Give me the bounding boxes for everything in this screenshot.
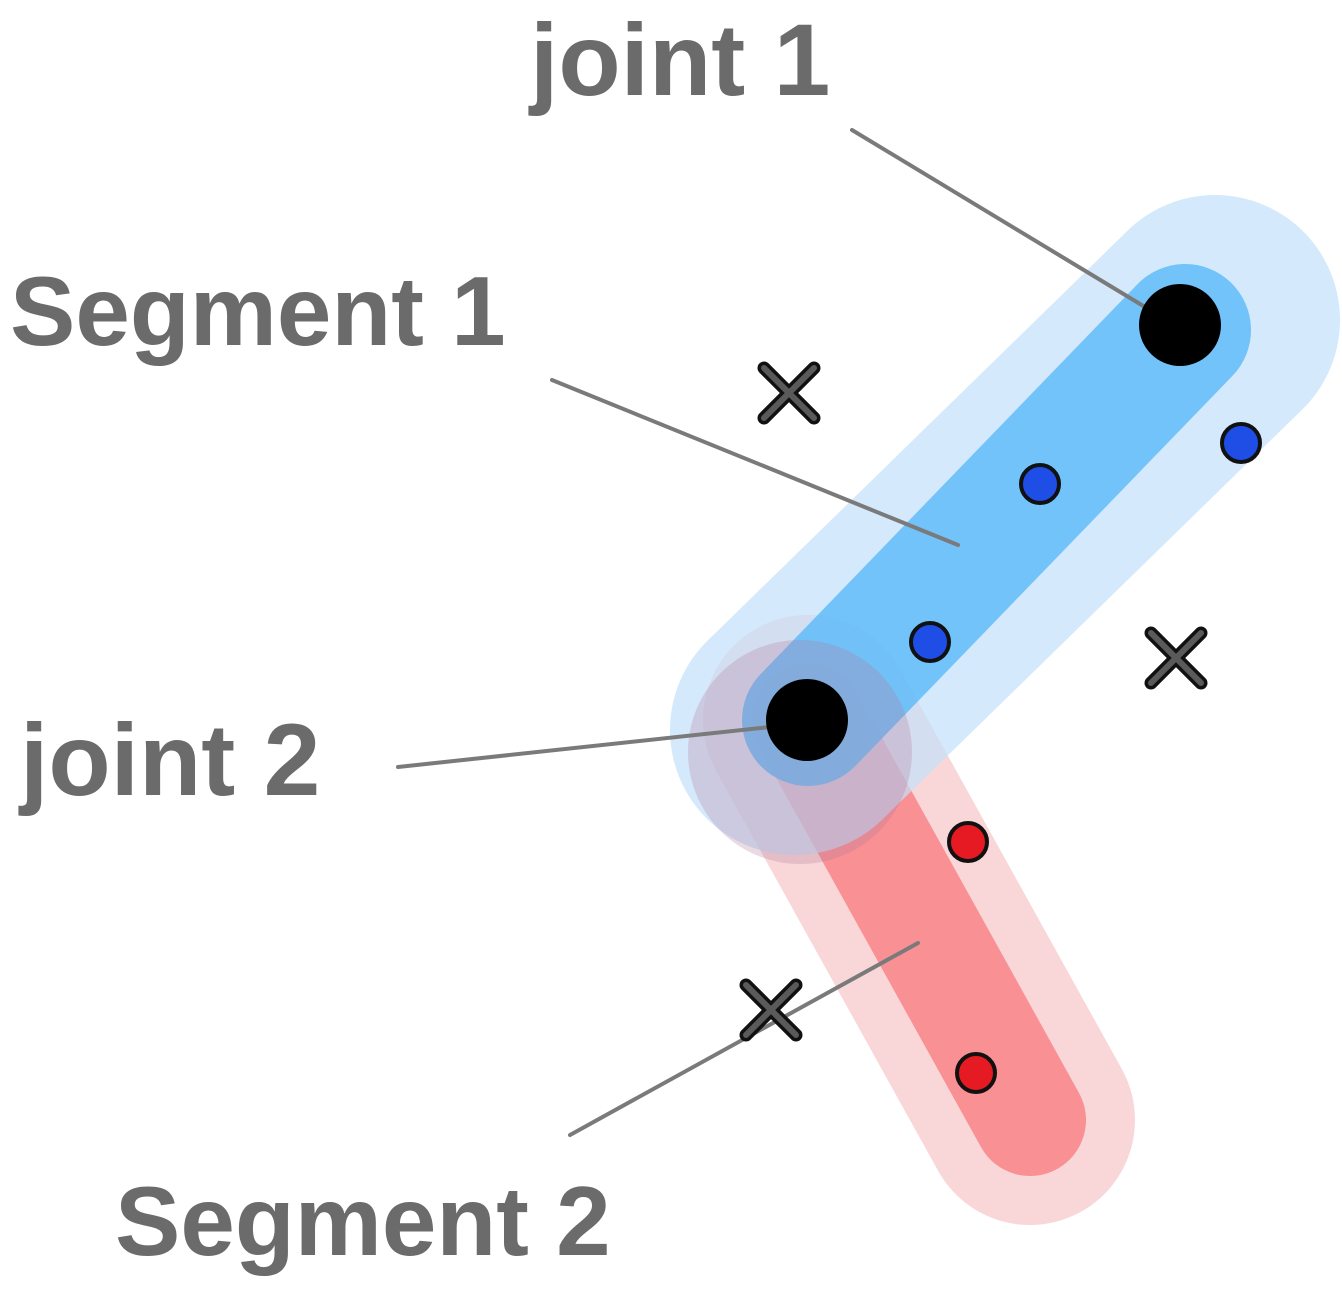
joint-2-label: joint 2 [18,703,320,817]
segment-1-inner-band [742,264,1251,786]
segment-2-label: Segment 2 [115,1166,611,1276]
blue-dot-icon [1220,422,1262,464]
joint-2-leader-line [396,725,772,769]
red-dot-icon [947,821,989,863]
joint-2-dot-icon [766,679,848,761]
joint-1-label: joint 1 [528,3,830,117]
x-mark-icon [757,361,821,425]
joint-1-dot-icon [1139,284,1221,366]
blue-dot-icon [909,621,951,663]
red-dot-icon [955,1052,997,1094]
joint-1-leader-line [850,128,1152,312]
segment-1-region [670,195,1340,855]
x-mark-icon [739,978,803,1042]
blue-dot-icon [1019,463,1061,505]
segment-1-leader-line [550,378,960,547]
x-mark-icon [1144,626,1208,690]
segment-1-label: Segment 1 [10,256,506,366]
